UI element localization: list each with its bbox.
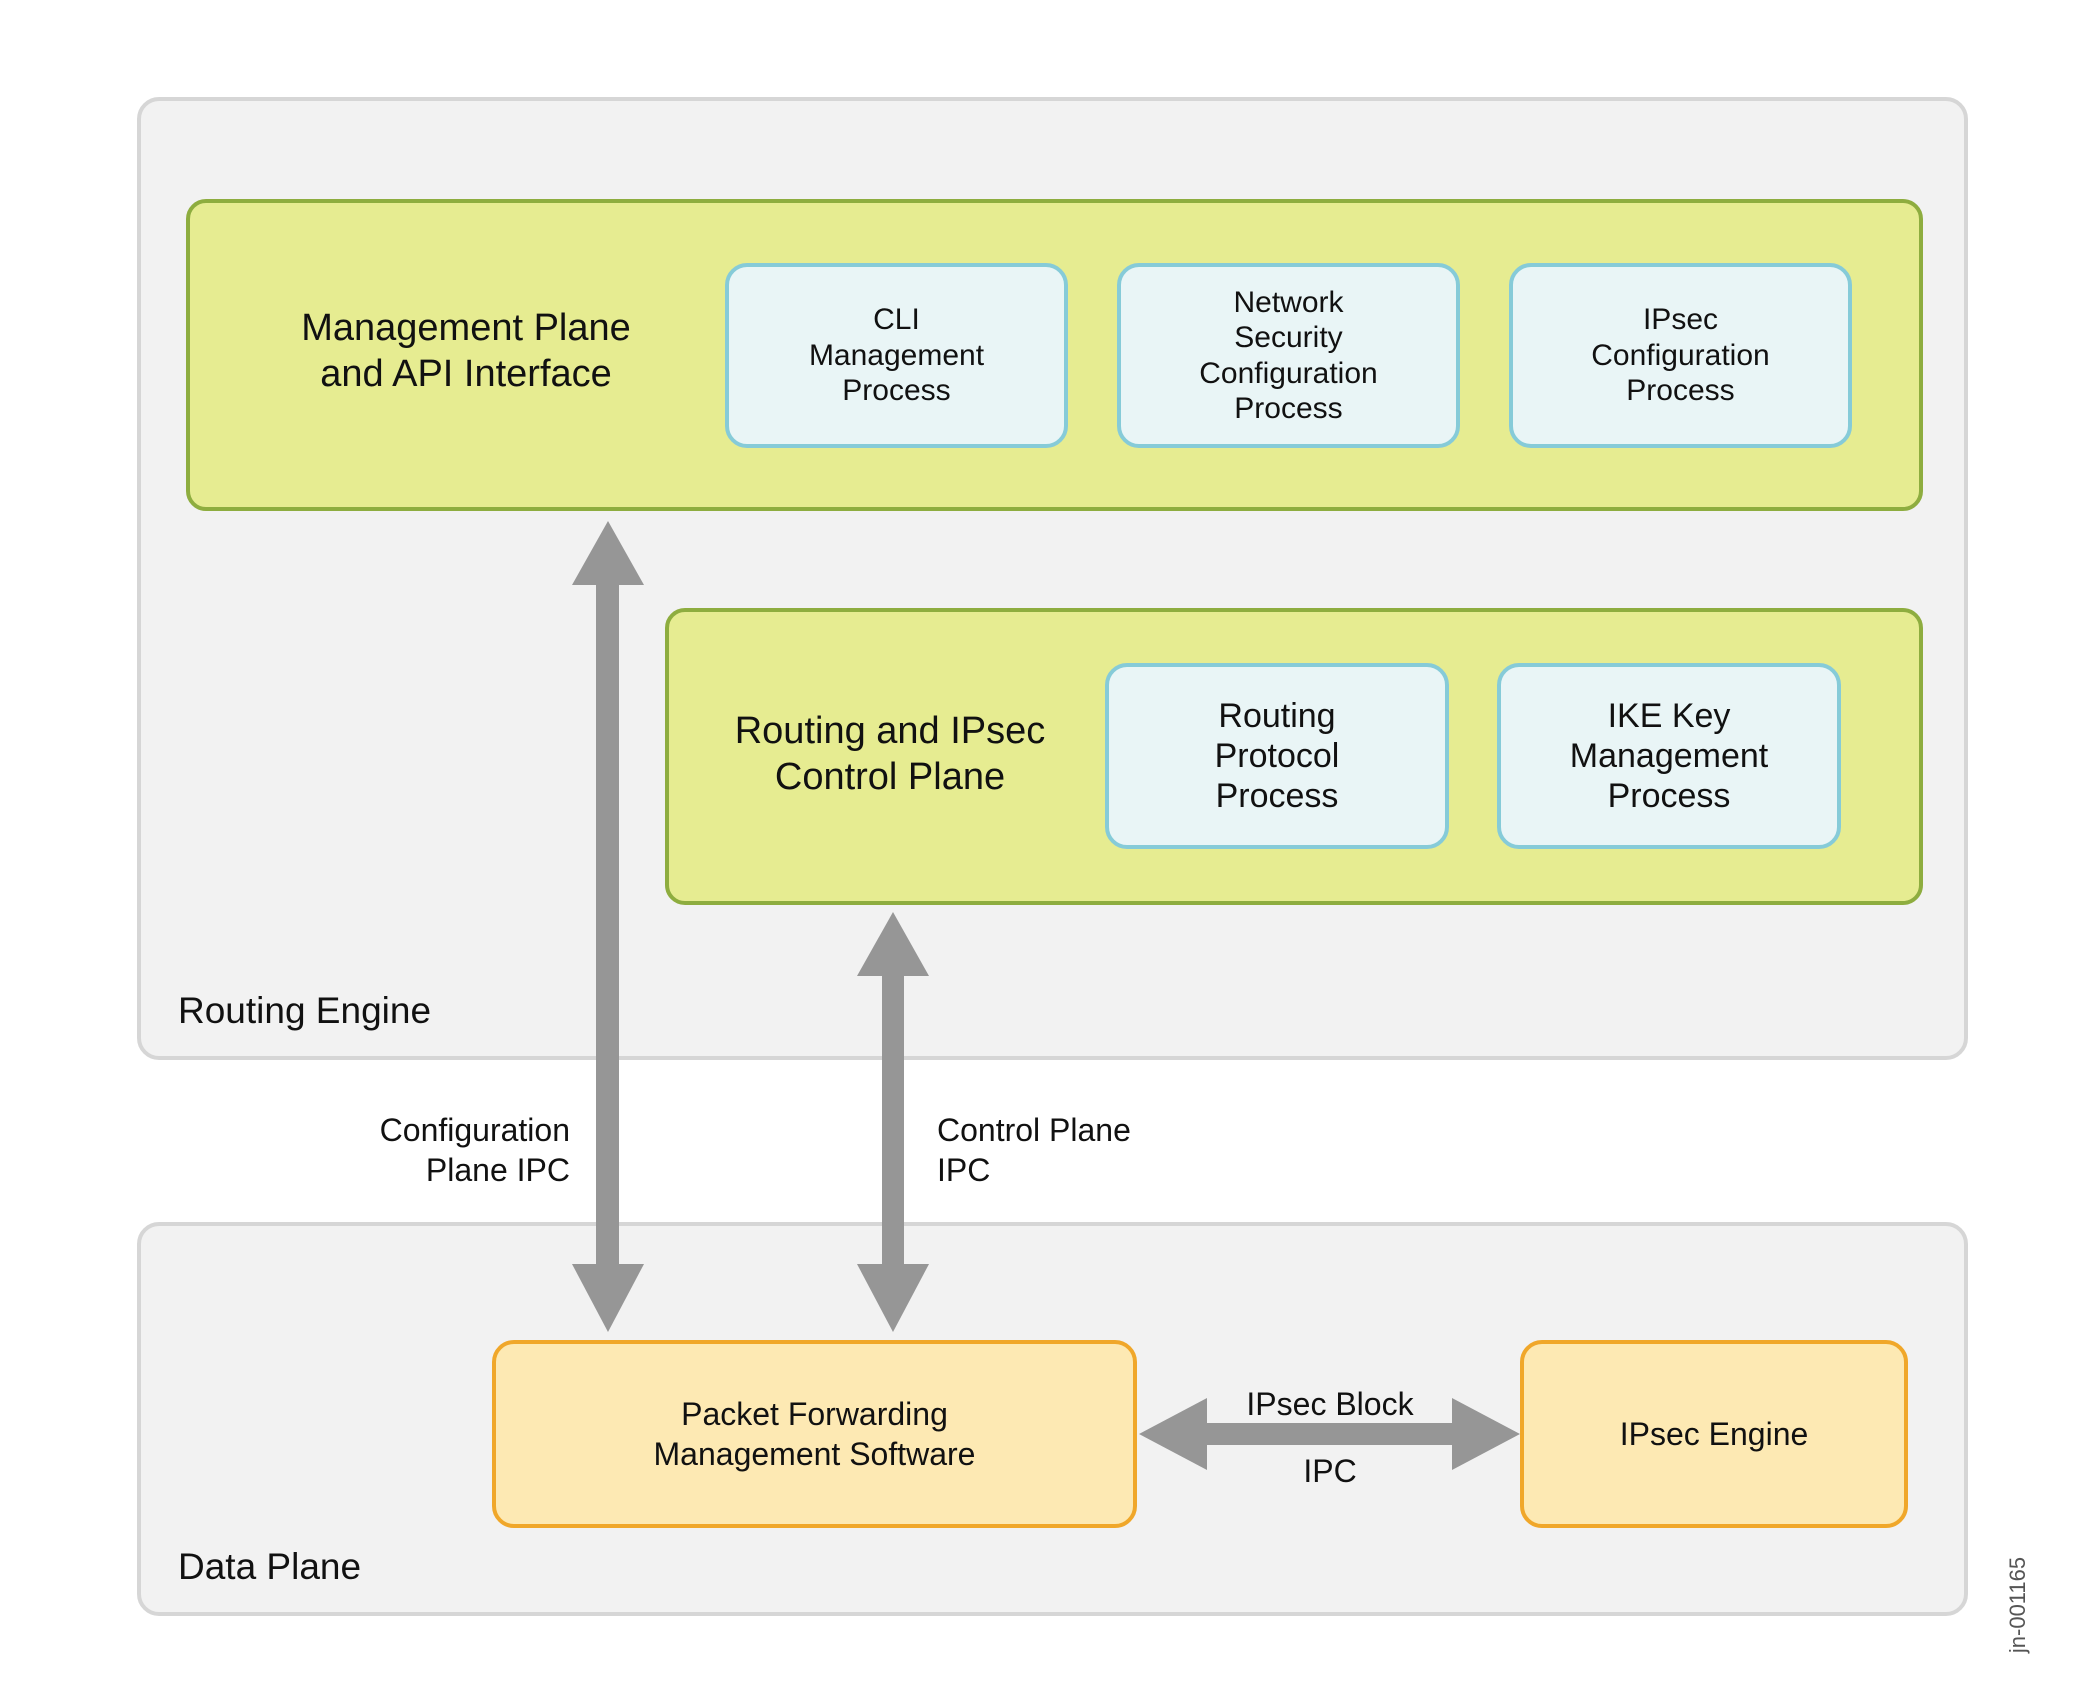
configuration-plane-ipc-arrow bbox=[572, 521, 644, 1332]
figure-id: jn-001165 bbox=[1998, 1545, 2038, 1665]
routing-protocol-process-label: Routing Protocol Process bbox=[1214, 696, 1340, 816]
management-plane-title: Management Plane and API Interface bbox=[301, 307, 631, 396]
routing-engine-label: Routing Engine bbox=[178, 990, 432, 1031]
control-plane-title: Routing and IPsec Control Plane bbox=[734, 710, 1046, 799]
cli-management-process-label: CLI Management Process bbox=[808, 303, 985, 408]
ipsec-configuration-process: IPsec Configuration Process bbox=[1509, 263, 1852, 448]
network-security-configuration-process: Network Security Configuration Process bbox=[1117, 263, 1460, 448]
data-plane-label: Data Plane bbox=[178, 1546, 362, 1587]
network-security-configuration-process-label: Network Security Configuration Process bbox=[1199, 285, 1378, 425]
ipsec-engine-label: IPsec Engine bbox=[1619, 1415, 1809, 1452]
cli-management-process: CLI Management Process bbox=[725, 263, 1068, 448]
packet-forwarding-management-software: Packet Forwarding Management Software bbox=[492, 1340, 1137, 1528]
routing-protocol-process: Routing Protocol Process bbox=[1105, 663, 1449, 849]
packet-forwarding-management-software-label: Packet Forwarding Management Software bbox=[653, 1395, 976, 1472]
ipsec-block-ipc-arrow bbox=[1139, 1398, 1520, 1470]
figure-id-text: jn-001165 bbox=[2005, 1556, 2030, 1654]
ipsec-ipc-label: IPC bbox=[1303, 1453, 1357, 1489]
configuration-plane-ipc-label: Configuration Plane IPC bbox=[379, 1112, 570, 1189]
ipsec-block-label: IPsec Block bbox=[1246, 1386, 1414, 1422]
ipsec-configuration-process-label: IPsec Configuration Process bbox=[1591, 303, 1770, 408]
control-plane-ipc-label: Control Plane IPC bbox=[937, 1112, 1131, 1189]
ipsec-engine: IPsec Engine bbox=[1520, 1340, 1908, 1528]
ike-key-management-process: IKE Key Management Process bbox=[1497, 663, 1841, 849]
control-plane-ipc-arrow bbox=[857, 912, 929, 1332]
ike-key-management-process-label: IKE Key Management Process bbox=[1569, 696, 1769, 816]
